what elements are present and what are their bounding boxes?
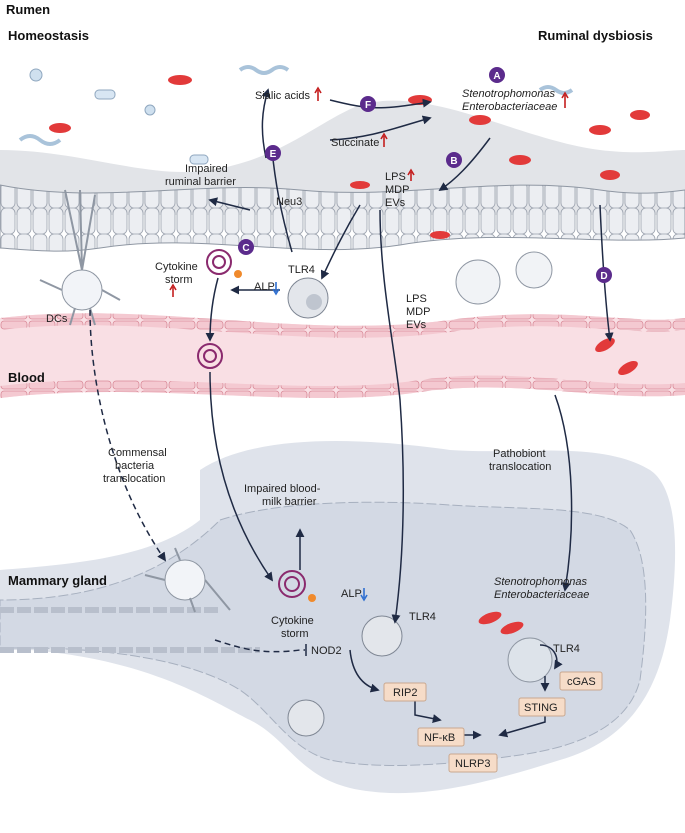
commensal-label-1: Commensal [108,447,167,459]
impaired-bmb-label-1: Impaired blood- [244,483,321,495]
cell-rumen-right [455,251,553,305]
marker-d [596,267,612,283]
commensal-translocation-arrow [89,309,167,562]
mammary-alveolus [0,501,647,766]
rumen-epithelium [0,184,685,252]
evs-label-1: EVs [385,197,406,209]
tlr4-label-mammary: TLR4 [409,611,436,623]
commensal-label-3: translocation [103,473,165,485]
dysbiosis-title: Ruminal dysbiosis [538,28,653,43]
stenotrophomonas-label-2: Stenotrophomonas [494,576,587,588]
mammary-title: Mammary gland [8,573,107,588]
alp-label-rumen: ALP [254,281,275,293]
marker-label-a: A [493,71,500,82]
impaired-barrier-label-1: Impaired [185,163,228,175]
sting-label: STING [524,702,558,714]
pathobiont-label-2: translocation [489,461,551,473]
marker-label-f: F [365,100,371,111]
step-markers: A B C D E F [238,67,612,283]
macrophage-mammary [287,615,553,737]
dc-cell-mammary [144,547,231,613]
marker-label-e: E [270,149,277,160]
storm-label-2: storm [281,628,309,640]
marker-c [238,239,254,255]
cytokine-storm-rumen [206,249,242,278]
enterobacteriaceae-label: Enterobacteriaceae [462,101,557,113]
homeostasis-title: Homeostasis [8,28,89,43]
tlr4-label-rumen: TLR4 [288,264,315,276]
cytokine-label-2: Cytokine [271,615,314,627]
rip2-label: RIP2 [393,687,417,699]
marker-label-d: D [600,271,607,282]
cgas-label: cGAS [567,676,596,688]
sialic-acids-label: Sialic acids [255,90,311,102]
impaired-bmb-label-2: milk barrier [262,496,317,508]
rumen-bacteria [49,75,650,635]
mdp-label-2: MDP [406,306,430,318]
vessel-wall-top [0,313,685,338]
rip2-box [383,682,427,702]
marker-b [446,152,462,168]
rumen-title: Rumen [6,2,50,17]
dcs-label: DCs [46,313,68,325]
impaired-barrier-label-2: ruminal barrier [165,176,236,188]
enterobacteriaceae-label-2: Enterobacteriaceae [494,589,589,601]
storm-label-1: storm [165,274,193,286]
nfkb-box [417,727,465,747]
tlr4-label-epithelial: TLR4 [553,643,580,655]
commensal-label-2: bacteria [115,460,155,472]
lps-label-2: LPS [406,293,427,305]
cytokine-label-1: Cytokine [155,261,198,273]
marker-label-c: C [242,243,249,254]
vessel-wall-bottom [0,375,685,398]
macrophage-rumen [287,277,329,319]
stenotrophomonas-label: Stenotrophomonas [462,88,555,100]
marker-label-b: B [450,156,457,167]
commensal-bacteria [18,65,574,165]
nlrp3-box [448,753,498,773]
dc-nod2-inhibition [214,639,305,653]
cytokine-storm-blood [197,343,223,369]
cytokine-storm-mammary [278,570,316,602]
nod2-label: NOD2 [311,645,342,657]
blood-title: Blood [8,370,45,385]
sting-box [518,697,566,717]
succinate-label: Succinate [331,137,379,149]
marker-f [360,96,376,112]
lps-label-1: LPS [385,171,406,183]
dc-cell-rumen [39,189,121,326]
up-arrows [169,86,569,297]
alp-label-mammary: ALP [341,588,362,600]
marker-e [265,145,281,161]
cgas-box [559,671,603,691]
mdp-label-1: MDP [385,184,409,196]
neu3-label: Neu3 [276,196,302,208]
pathobiont-label-1: Pathobiont [493,448,546,460]
pathway-boxes: RIP2 NF-κB NLRP3 cGAS STING [383,671,603,773]
down-arrows [272,282,368,602]
marker-a [489,67,505,83]
evs-label-2: EVs [406,319,427,331]
nlrp3-label: NLRP3 [455,758,490,770]
nfkb-label: NF-κB [424,732,455,744]
